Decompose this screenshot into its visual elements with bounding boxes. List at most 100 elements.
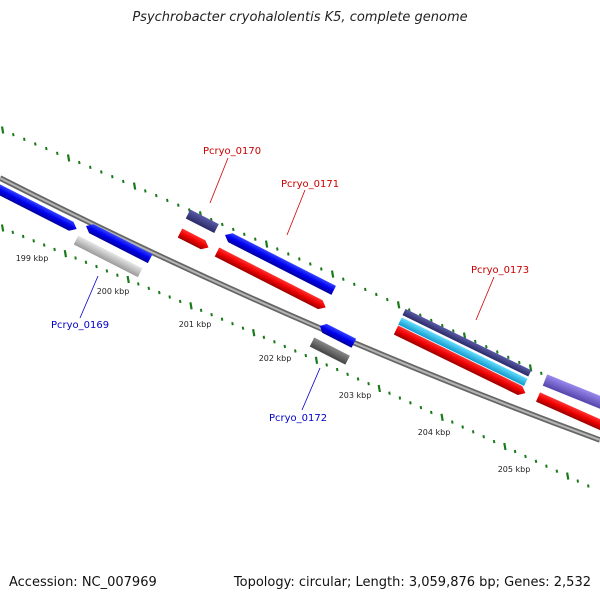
inner-tick: [534, 459, 538, 463]
inner-tick: [440, 413, 444, 421]
outer-tick: [441, 323, 444, 328]
callout-line-pcryo-0169: [79, 275, 99, 319]
inner-tick: [231, 322, 234, 326]
outer-tick: [342, 277, 345, 281]
inner-tick: [388, 391, 391, 395]
outer-tick: [474, 339, 477, 344]
inner-tick: [199, 308, 203, 312]
inner-tick: [189, 302, 193, 310]
gene-label-pcryo-0171[interactable]: Pcryo_0171: [281, 179, 339, 190]
inner-tick: [409, 401, 412, 405]
inner-tick: [283, 344, 287, 349]
outer-tick: [166, 198, 169, 203]
inner-tick: [492, 439, 496, 444]
inner-tick: [419, 405, 423, 410]
inner-tick: [273, 340, 276, 344]
feature-pcryo-0172-reverse[interactable]: [318, 322, 357, 348]
gene-label-pcryo-0172[interactable]: Pcryo_0172: [269, 413, 327, 424]
callout-line-pcryo-0170: [209, 157, 229, 204]
outer-tick: [276, 247, 279, 251]
inner-tick: [482, 435, 485, 439]
feature-pcryo-0173-cyan[interactable]: [398, 317, 528, 386]
inner-tick: [42, 243, 46, 247]
inner-tick: [524, 454, 527, 459]
outer-tick: [100, 170, 103, 174]
outer-tick: [309, 262, 312, 266]
outer-tick: [396, 301, 401, 309]
inner-tick: [356, 377, 360, 381]
inner-tick: [576, 479, 580, 483]
outer-tick: [89, 165, 92, 169]
tick-label-204-kbp: 204 kbp: [418, 428, 451, 437]
outer-tick: [364, 287, 367, 292]
outer-tick: [78, 160, 81, 165]
inner-tick: [210, 313, 213, 317]
inner-tick: [84, 260, 88, 264]
outer-tick: [452, 329, 455, 333]
outer-tick: [264, 240, 269, 248]
inner-tick: [126, 275, 130, 284]
outer-tick: [496, 350, 499, 354]
outer-tick: [12, 133, 15, 137]
tick-label-199-kbp: 199 kbp: [16, 254, 49, 263]
inner-tick: [74, 256, 77, 260]
inner-tick: [53, 247, 56, 252]
gene-label-pcryo-0173[interactable]: Pcryo_0173: [471, 265, 529, 276]
feature-reverse-left[interactable]: [0, 181, 79, 233]
outer-tick: [177, 203, 180, 207]
inner-tick: [430, 410, 433, 415]
inner-tick: [241, 326, 245, 330]
inner-tick: [95, 264, 98, 269]
gene-label-pcryo-0170[interactable]: Pcryo_0170: [203, 146, 261, 157]
genome-summary: Topology: circular; Length: 3,059,876 bp…: [233, 575, 591, 590]
feature-pcryo-0169-reverse[interactable]: [84, 222, 153, 264]
inner-tick: [398, 396, 402, 400]
callout-line-pcryo-0172: [301, 367, 321, 411]
outer-tick: [34, 142, 37, 146]
inner-tick: [503, 442, 507, 451]
outer-tick: [56, 151, 59, 155]
callout-line-pcryo-0173: [475, 276, 495, 321]
feature-pcryo-0173[interactable]: [393, 325, 528, 398]
feature-pcryo-0172[interactable]: [309, 337, 350, 365]
outer-tick: [144, 189, 147, 193]
outer-tick: [155, 193, 158, 198]
outer-tick: [243, 232, 246, 236]
gene-label-pcryo-0169[interactable]: Pcryo_0169: [51, 320, 109, 331]
outer-tick: [375, 292, 378, 297]
feature-pcryo-0171-reverse[interactable]: [223, 231, 336, 295]
inner-tick: [137, 282, 140, 286]
inner-tick: [314, 356, 319, 364]
outer-tick: [298, 257, 301, 261]
inner-tick: [158, 290, 161, 295]
inner-tick: [294, 349, 297, 353]
outer-tick: [430, 318, 433, 323]
feature-pcryo-0170-top[interactable]: [185, 209, 219, 233]
outer-tick: [45, 146, 48, 151]
outer-tick: [330, 270, 335, 278]
inner-tick: [513, 449, 517, 454]
outer-tick: [518, 360, 521, 365]
feature-right-forward[interactable]: [535, 392, 600, 434]
inner-tick: [0, 224, 5, 232]
inner-tick: [168, 295, 171, 299]
feature-pcryo-0169[interactable]: [73, 235, 143, 278]
feature-pcryo-0171[interactable]: [214, 247, 328, 312]
feature-pcryo-0173-top[interactable]: [402, 308, 532, 377]
tick-label-205-kbp: 205 kbp: [498, 465, 531, 474]
inner-tick: [178, 299, 182, 304]
inner-tick: [545, 464, 548, 468]
outer-tick: [540, 371, 543, 375]
inner-tick: [377, 384, 381, 393]
outer-tick: [353, 282, 356, 286]
inner-tick: [555, 469, 559, 473]
feature-pcryo-0170[interactable]: [177, 228, 211, 252]
feature-right-lavender[interactable]: [542, 374, 600, 416]
inner-tick: [252, 329, 256, 337]
tick-label-203-kbp: 203 kbp: [339, 391, 372, 400]
outer-tick: [0, 126, 5, 134]
genome-backbone: [0, 175, 600, 443]
map-title: Psychrobacter cryohalolentis K5, complet…: [132, 10, 468, 25]
tick-label-201-kbp: 201 kbp: [179, 320, 212, 329]
